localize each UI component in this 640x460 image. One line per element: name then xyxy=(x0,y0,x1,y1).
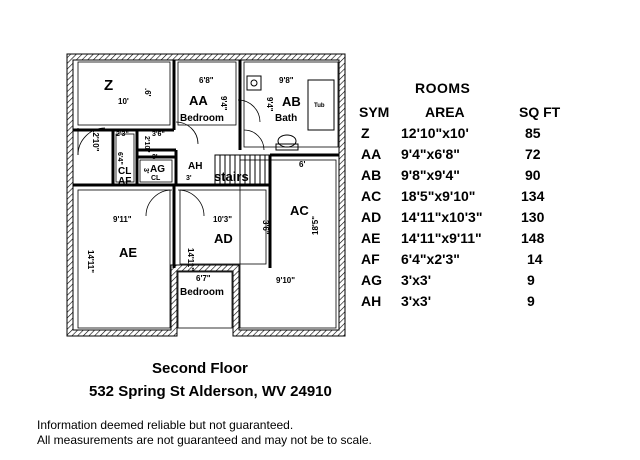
row-sym: AG xyxy=(361,272,382,288)
room-ab-label: AB xyxy=(282,94,301,109)
dim-z-small: .6' xyxy=(143,88,152,97)
table-row: AA 9'4"x6'8" 72 xyxy=(357,146,587,166)
table-row: AD 14'11"x10'3" 130 xyxy=(357,209,587,229)
dim-ad-bottom: 6'7" xyxy=(196,274,211,283)
row-area: 12'10"x10' xyxy=(401,125,469,141)
row-sym: AF xyxy=(361,251,380,267)
header-sym: SYM xyxy=(359,104,390,120)
row-sqft: 90 xyxy=(525,167,541,183)
closet-af-label: CL xyxy=(118,166,131,177)
stairs-label: stairs xyxy=(214,169,249,184)
row-area: 3'x3' xyxy=(401,293,432,309)
disclaimer-line-2: All measurements are not guaranteed and … xyxy=(37,433,372,447)
dim-misc-2: 3'6" xyxy=(152,131,165,138)
stairs xyxy=(214,154,271,186)
bath-fixtures xyxy=(246,75,335,151)
room-ab-name: Bath xyxy=(275,113,297,124)
row-sym: AE xyxy=(361,230,381,246)
room-ah-label: AH xyxy=(188,161,202,172)
row-area: 18'5"x9'10" xyxy=(401,188,476,204)
table-row: Z 12'10"x10' 85 xyxy=(357,125,587,145)
dim-aa-width: 6'8" xyxy=(199,76,214,85)
row-sqft: 134 xyxy=(521,188,545,204)
door-swings xyxy=(77,99,265,217)
header-sqft: SQ FT xyxy=(519,104,561,120)
row-sqft: 14 xyxy=(527,251,543,267)
table-row: AB 9'8"x9'4" 90 xyxy=(357,167,587,187)
table-row: AC 18'5"x9'10" 134 xyxy=(357,188,587,208)
dim-ae-height: 14'11" xyxy=(86,250,95,273)
exterior-walls xyxy=(66,53,346,337)
room-ac-label: AC xyxy=(290,203,309,218)
row-area: 14'11"x9'11" xyxy=(401,230,482,246)
dim-aa-height: 9'4" xyxy=(219,96,228,111)
room-outlines xyxy=(77,61,339,329)
dim-ad-small: 3'6" xyxy=(261,220,270,235)
address-caption: 532 Spring St Alderson, WV 24910 xyxy=(89,383,332,400)
tub-label: Tub xyxy=(314,103,325,109)
room-aa-label: AA xyxy=(189,93,208,108)
row-sym: AC xyxy=(361,188,382,204)
toilet-icon xyxy=(277,134,297,148)
room-ag-label: AG xyxy=(150,164,165,175)
dim-ad-height: 14'11" xyxy=(186,248,195,271)
row-sym: AA xyxy=(361,146,382,162)
room-ad-label: AD xyxy=(214,231,233,246)
row-sqft: 9 xyxy=(527,293,535,309)
closet-ag-label: CL xyxy=(151,175,161,182)
dim-ac-width: 6' xyxy=(299,160,305,169)
sink-icon xyxy=(246,75,262,91)
table-row: AG 3'x3' 9 xyxy=(357,272,587,292)
table-row: AH 3'x3' 9 xyxy=(357,293,587,313)
floor-caption: Second Floor xyxy=(152,360,248,377)
row-area: 14'11"x10'3" xyxy=(401,209,483,225)
dim-ad-width: 10'3" xyxy=(213,215,232,224)
dim-ab-width: 9'8" xyxy=(279,76,294,85)
row-area: 9'4"x6'8" xyxy=(401,146,460,162)
dim-misc-1: 2'10" xyxy=(143,136,150,153)
room-z-label: Z xyxy=(104,77,113,94)
row-sqft: 72 xyxy=(525,146,541,162)
table-row: AF 6'4"x2'3" 14 xyxy=(357,251,587,271)
interior-walls xyxy=(73,60,339,268)
dim-ac-height: 18'5" xyxy=(311,216,320,235)
room-ae-label: AE xyxy=(119,245,137,260)
dim-af-height: 6'4" xyxy=(116,152,123,165)
row-sqft: 130 xyxy=(521,209,545,225)
table-row: AE 14'11"x9'11" 148 xyxy=(357,230,587,250)
rooms-table-title: ROOMS xyxy=(415,80,471,96)
dim-z-height: 12'10" xyxy=(91,128,100,152)
disclaimer-line-1: Information deemed reliable but not guar… xyxy=(37,418,294,432)
row-sqft: 9 xyxy=(527,272,535,288)
room-af-label: AF xyxy=(118,176,131,187)
row-sym: AH xyxy=(361,293,382,309)
dim-z-width: 10' xyxy=(118,97,129,106)
dim-af-width: 2'3" xyxy=(116,131,129,138)
row-area: 6'4"x2'3" xyxy=(401,251,460,267)
row-sym: AD xyxy=(361,209,382,225)
row-sym: Z xyxy=(361,125,370,141)
row-sqft: 85 xyxy=(525,125,541,141)
dim-ae-width: 9'11" xyxy=(113,215,132,224)
dim-misc-3: 3' xyxy=(142,168,149,174)
dim-ah: 3' xyxy=(186,175,192,182)
row-area: 3'x3' xyxy=(401,272,432,288)
tub-icon xyxy=(307,79,335,131)
room-ad-name: Bedroom xyxy=(180,287,224,298)
header-area: AREA xyxy=(425,104,465,120)
row-area: 9'8"x9'4" xyxy=(401,167,460,183)
row-sym: AB xyxy=(361,167,382,183)
floor-plan: Tub Z AA Bedroom AB Bath AC AD Bedroom A… xyxy=(66,53,346,337)
dim-ab-height: 9'4" xyxy=(265,97,274,112)
dim-ag: 3' xyxy=(152,154,158,161)
dim-ac-bottom: 9'10" xyxy=(276,276,295,285)
row-sqft: 148 xyxy=(521,230,545,246)
room-aa-name: Bedroom xyxy=(180,113,224,124)
